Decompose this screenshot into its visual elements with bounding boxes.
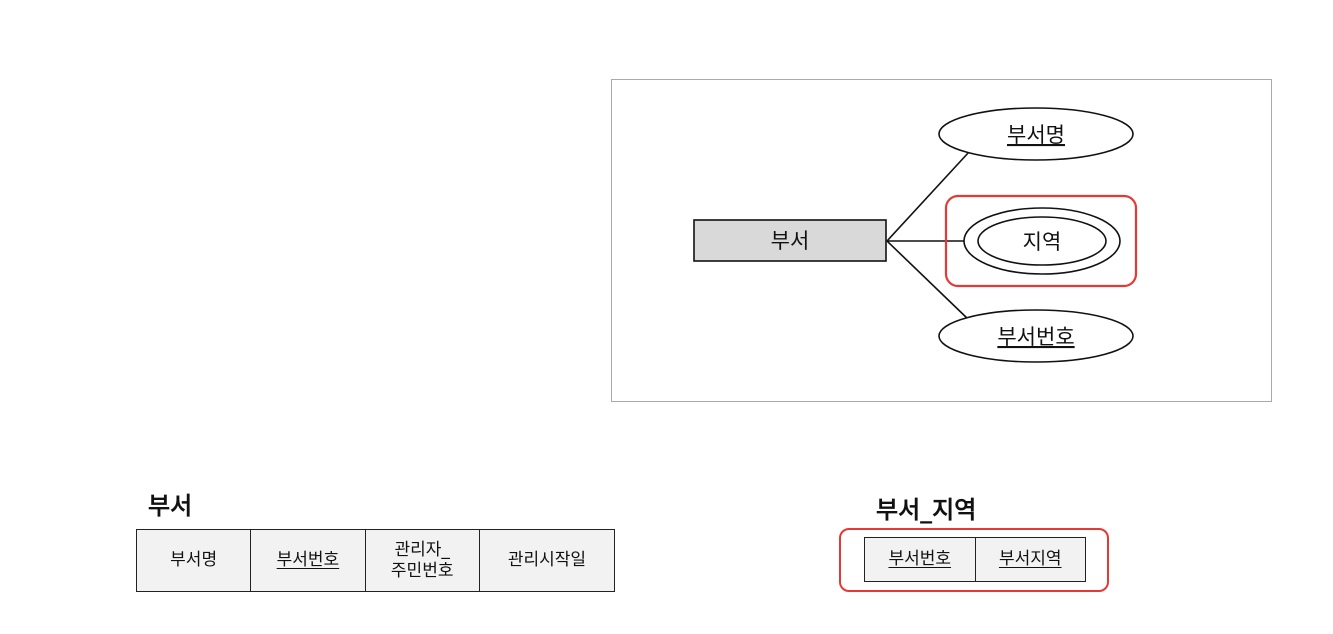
table-row: 부서명 부서번호 관리자_ 주민번호 관리시작일 (135, 529, 616, 592)
key-attribute-label-bottom: 부서번호 (997, 325, 1074, 349)
er-diagram: 부서 부서명 지역 부서번호 (693, 107, 1138, 363)
dept-relation-table: 부서명 부서번호 관리자_ 주민번호 관리시작일 (135, 529, 616, 592)
region-table-caption: 부서_지역 (876, 496, 977, 524)
dept-column-name: 부서명 (135, 529, 252, 592)
region-column-dept-number-pk: 부서번호 (864, 537, 976, 582)
key-attribute-label-top: 부서명 (1007, 123, 1065, 147)
connector-line-key-bottom (886, 240, 970, 321)
table-row: 부서번호 부서지역 (864, 537, 1086, 582)
highlight-box-multivalued (944, 194, 1138, 288)
dept-column-number-pk: 부서번호 (250, 529, 366, 592)
key-attribute-ellipse-top (938, 107, 1134, 161)
multivalued-attribute-label: 지역 (1023, 230, 1062, 254)
connector-line-key-top (886, 151, 970, 242)
entity-label: 부서 (771, 229, 810, 253)
multivalued-attribute-inner-ellipse (977, 216, 1107, 266)
dept-table-caption: 부서 (148, 492, 193, 520)
region-relation-table: 부서번호 부서지역 (864, 537, 1086, 582)
highlight-box-region-table (839, 528, 1109, 592)
region-column-dept-region-pk: 부서지역 (974, 537, 1086, 582)
entity-box (693, 219, 887, 262)
er-diagram-frame: 부서 부서명 지역 부서번호 (611, 79, 1272, 402)
dept-column-manager-ssn: 관리자_ 주민번호 (364, 529, 480, 592)
key-attribute-ellipse-bottom (938, 309, 1134, 363)
dept-column-manager-start-date: 관리시작일 (478, 529, 616, 592)
